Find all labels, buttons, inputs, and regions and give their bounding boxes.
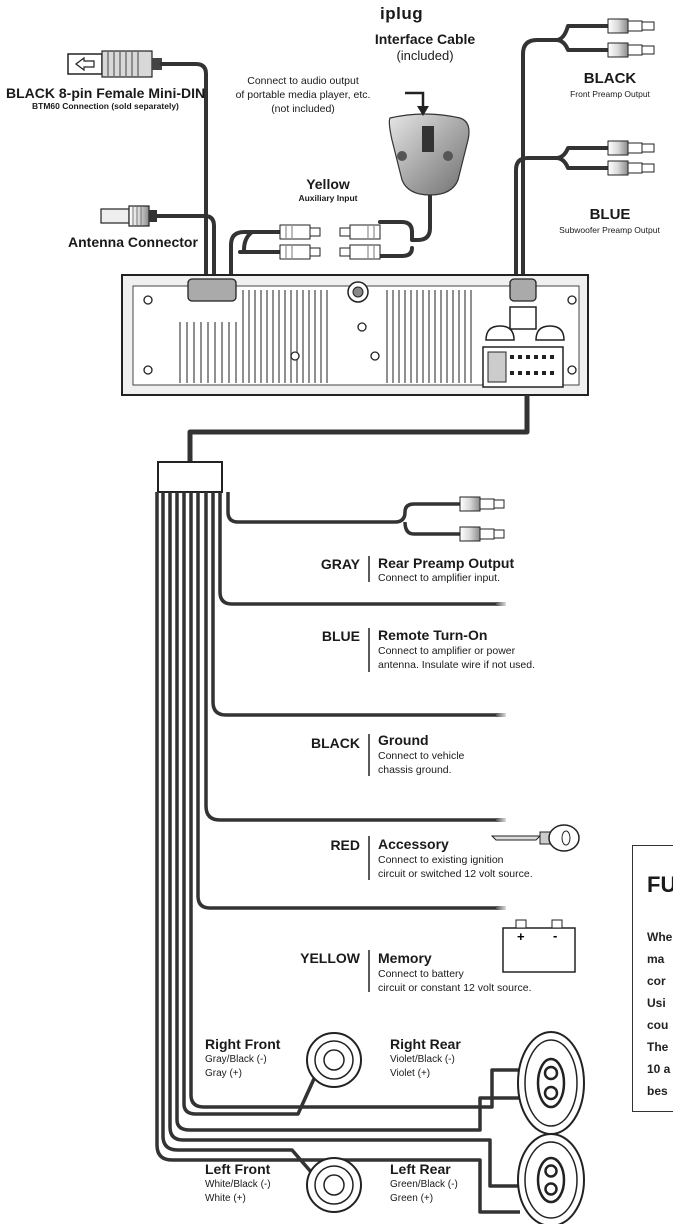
harness-cable bbox=[187, 395, 530, 462]
audio-output-note-line1: Connect to audio output bbox=[247, 75, 359, 87]
wire-red-desc2: circuit or switched 12 volt source. bbox=[378, 868, 533, 880]
fuse-panel-line: The bbox=[647, 1040, 669, 1054]
wire-yellow-name: Memory bbox=[378, 950, 432, 966]
wire-blue-name: Remote Turn-On bbox=[378, 627, 488, 643]
fuse-panel-line: ma bbox=[647, 952, 665, 966]
aux-input-subtitle: Auxiliary Input bbox=[298, 193, 358, 203]
sub-preamp-subtitle: Subwoofer Preamp Output bbox=[559, 225, 660, 235]
wire-black-color: BLACK bbox=[311, 735, 360, 751]
antenna-connector bbox=[100, 205, 157, 227]
fuse-panel-line: cor bbox=[647, 974, 666, 988]
speaker-right-rear-icon bbox=[517, 1031, 585, 1135]
sub-preamp-rca-plugs bbox=[607, 140, 655, 176]
audio-output-note-line2: of portable media player, etc. bbox=[235, 89, 371, 101]
top-cables bbox=[155, 24, 610, 302]
wire-gray-desc1: Connect to amplifier input. bbox=[378, 572, 500, 584]
wire-black-desc1: Connect to vehicle bbox=[378, 750, 465, 762]
battery-icon: + - bbox=[502, 919, 576, 973]
speaker-left-rear-icon bbox=[517, 1133, 585, 1224]
wire-blue-desc2: antenna. Insulate wire if not used. bbox=[378, 659, 536, 671]
speaker-right-rear-name: Right Rear bbox=[390, 1036, 461, 1052]
head-unit-chassis bbox=[121, 274, 589, 396]
iplug-logo: iplug bbox=[380, 4, 424, 23]
wire-yellow-desc1: Connect to battery bbox=[378, 968, 464, 980]
speaker-left-front-name: Left Front bbox=[205, 1161, 271, 1177]
wire-red-desc1: Connect to existing ignition bbox=[378, 854, 504, 866]
front-preamp-rca-plugs bbox=[607, 18, 655, 58]
wire-gray-color: GRAY bbox=[320, 556, 360, 572]
speaker-right-rear-neg: Violet/Black (-) bbox=[390, 1054, 455, 1065]
speaker-right-front-neg: Gray/Black (-) bbox=[205, 1054, 267, 1065]
audio-output-note-line3: (not included) bbox=[271, 103, 335, 115]
wire-yellow-desc2: circuit or constant 12 volt source. bbox=[378, 982, 532, 994]
fuse-panel-line: cou bbox=[647, 1018, 669, 1032]
wire-black-name: Ground bbox=[378, 732, 429, 748]
fuse-panel-line: bes bbox=[647, 1084, 668, 1098]
speaker-left-front-pos: White (+) bbox=[205, 1193, 246, 1204]
speaker-right-rear-pos: Violet (+) bbox=[390, 1068, 431, 1079]
wire-blue-color: BLUE bbox=[321, 628, 360, 644]
interface-cable-included: (included) bbox=[396, 48, 454, 63]
harness-wires bbox=[155, 492, 520, 1214]
rear-preamp-rca-plugs bbox=[459, 496, 505, 542]
wire-gray-name: Rear Preamp Output bbox=[378, 555, 515, 571]
iplug-module bbox=[388, 113, 470, 196]
key-icon bbox=[490, 824, 580, 852]
antenna-connector-label: Antenna Connector bbox=[68, 234, 198, 250]
wire-red-name: Accessory bbox=[378, 836, 449, 852]
wire-red-color: RED bbox=[330, 837, 360, 853]
fuse-panel-title: FU bbox=[647, 872, 673, 897]
speaker-left-front-icon bbox=[306, 1157, 362, 1213]
wire-tails bbox=[496, 602, 506, 910]
wire-black-desc2: chassis ground. bbox=[378, 764, 452, 776]
speaker-right-front-name: Right Front bbox=[205, 1036, 281, 1052]
speaker-right-front-icon bbox=[306, 1032, 362, 1088]
wire-blue-desc1: Connect to amplifier or power bbox=[378, 645, 516, 657]
wire-yellow-color: YELLOW bbox=[300, 950, 360, 966]
speaker-left-front-neg: White/Black (-) bbox=[205, 1179, 271, 1190]
arrow-to-iplug bbox=[405, 91, 425, 108]
speaker-right-front-pos: Gray (+) bbox=[205, 1068, 242, 1079]
front-preamp-title: BLACK bbox=[583, 70, 637, 87]
front-preamp-subtitle: Front Preamp Output bbox=[570, 89, 650, 99]
sub-preamp-title: BLUE bbox=[589, 206, 631, 223]
speaker-left-rear-pos: Green (+) bbox=[390, 1193, 434, 1204]
mini-din-subtitle: BTM60 Connection (sold separately) bbox=[32, 101, 179, 111]
mini-din-connector bbox=[67, 50, 162, 78]
fuse-panel-line: 10 a bbox=[647, 1062, 671, 1076]
aux-rca-plugs bbox=[279, 224, 381, 260]
fuse-panel-line: Usi bbox=[647, 996, 666, 1010]
interface-cable-title: Interface Cable bbox=[374, 31, 476, 47]
speaker-left-rear-name: Left Rear bbox=[390, 1161, 451, 1177]
svg-text:-: - bbox=[553, 928, 557, 943]
fuse-info-panel: FU Whe ma cor Usi cou The 10 a bes bbox=[632, 845, 673, 1112]
svg-text:+: + bbox=[517, 929, 525, 944]
aux-input-title: Yellow bbox=[306, 176, 350, 192]
mini-din-title: BLACK 8-pin Female Mini-DIN bbox=[6, 85, 206, 101]
speaker-left-rear-neg: Green/Black (-) bbox=[390, 1179, 458, 1190]
harness-plug bbox=[157, 461, 223, 493]
fuse-panel-line: Whe bbox=[647, 930, 673, 944]
